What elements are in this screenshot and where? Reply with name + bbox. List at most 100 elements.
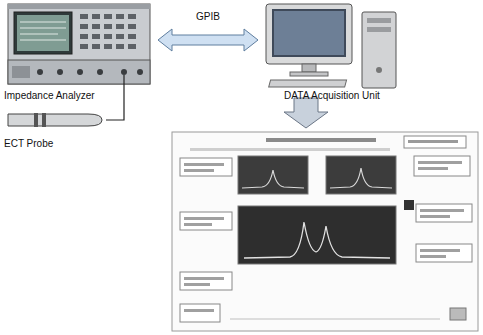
analyzer-illustration-part	[20, 22, 66, 23]
analyzer-illustration-part	[8, 60, 150, 84]
analyzer-illustration-part	[116, 34, 124, 39]
bus-arrow	[158, 29, 258, 51]
analyzer-illustration-part	[77, 69, 83, 75]
software-screenshot-part	[420, 209, 464, 212]
analyzer-illustration-part	[92, 14, 100, 19]
analyzer-illustration-part	[80, 14, 88, 19]
analyzer-illustration-part	[121, 69, 127, 75]
probe-illustration-part	[8, 114, 102, 126]
analyzer-illustration-part	[104, 24, 112, 29]
analyzer-illustration-part	[80, 14, 136, 49]
analyzer-illustration-part	[137, 69, 143, 75]
computer-node: DATA Acquisition Unit	[262, 2, 402, 102]
edge-label: GPIB	[194, 11, 222, 22]
computer-illustration-part	[362, 12, 396, 88]
analyzer-illustration-part	[37, 69, 43, 75]
probe-node: ECT Probe	[4, 108, 108, 150]
computer-illustration-part	[274, 11, 344, 55]
analyzer-illustration-part	[128, 24, 136, 29]
software-screenshot-part	[242, 170, 304, 188]
software-screenshot-part	[172, 132, 478, 331]
computer-illustration	[266, 4, 396, 88]
software-screenshot-part	[180, 212, 232, 230]
analyzer-illustration-part	[80, 44, 88, 49]
software-screenshot-part	[180, 158, 232, 176]
probe-illustration-part	[42, 113, 46, 127]
analyzer-illustration-part	[116, 44, 124, 49]
computer-illustration-part	[376, 67, 382, 73]
node-label: DATA Acquisition Unit	[284, 90, 380, 102]
analyzer-illustration-part	[8, 4, 150, 9]
software-screenshot-part	[190, 148, 390, 151]
analyzer-illustration-part	[12, 66, 30, 78]
analyzer-node: Impedance Analyzer	[4, 2, 154, 102]
analyzer-illustration-part	[20, 40, 66, 41]
computer-illustration-part	[266, 4, 352, 64]
analyzer-illustration-part	[97, 69, 103, 75]
software-screenshot-part	[230, 318, 440, 320]
computer-illustration-part	[290, 72, 328, 76]
analyzer-illustration	[8, 4, 150, 102]
software-screenshot-part	[180, 304, 220, 322]
software-screenshot-part	[244, 222, 390, 258]
analyzer-illustration-part	[57, 69, 63, 75]
analyzer-illustration-part	[123, 75, 124, 102]
analyzer-illustration-part	[92, 44, 100, 49]
analyzer-illustration-part	[104, 34, 112, 39]
analyzer-illustration-part	[80, 34, 88, 39]
node-label: ECT Probe	[4, 138, 53, 150]
software-screenshot-part	[184, 309, 214, 312]
computer-illustration-part	[367, 18, 391, 23]
software-screenshot-part	[184, 169, 214, 172]
flow-arrow	[284, 98, 328, 128]
analyzer-illustration-part	[92, 24, 100, 29]
software-screenshot-part	[420, 255, 446, 258]
flow-arrow-part	[284, 98, 328, 128]
software-screenshot-part	[184, 283, 210, 286]
software-screenshot-part	[418, 161, 462, 164]
software-screenshot-part	[238, 156, 308, 194]
software-screenshot-part	[184, 163, 224, 166]
software-screenshot-part	[404, 200, 414, 210]
software-screenshot-part	[330, 168, 392, 188]
probe-illustration-part	[34, 113, 38, 127]
analyzer-illustration-part	[20, 28, 66, 29]
software-screenshot	[172, 132, 478, 331]
software-screenshot-part	[184, 223, 212, 226]
probe-illustration	[8, 113, 102, 127]
analyzer-illustration-part	[116, 24, 124, 29]
software-screenshot-part	[416, 204, 472, 222]
software-screenshot-part	[238, 206, 396, 264]
computer-illustration-part	[269, 80, 347, 87]
analyzer-illustration-part	[128, 14, 136, 19]
software-screenshot-part	[416, 244, 472, 262]
software-screenshot-part	[418, 167, 448, 170]
analyzer-illustration-part	[104, 44, 112, 49]
analyzer-illustration-part	[92, 34, 100, 39]
software-screenshot-part	[420, 249, 460, 252]
software-screenshot-part	[266, 138, 376, 142]
computer-illustration-part	[272, 9, 346, 57]
probe-cable	[106, 102, 124, 120]
software-screenshot-part	[184, 217, 224, 220]
analyzer-illustration-part	[128, 44, 136, 49]
analyzer-illustration-part	[8, 4, 150, 84]
analyzer-illustration-part	[104, 14, 112, 19]
analyzer-illustration-part	[20, 34, 58, 35]
node-label: Impedance Analyzer	[4, 90, 95, 102]
analyzer-illustration-part	[17, 15, 69, 51]
software-screenshot-part	[184, 277, 224, 280]
software-screenshot-part	[420, 215, 450, 218]
analyzer-illustration-part	[116, 14, 124, 19]
software-screenshot-part	[408, 140, 458, 143]
analyzer-illustration-part	[128, 34, 136, 39]
software-screenshot-part	[414, 156, 470, 176]
software-screenshot-part	[180, 272, 232, 290]
software-screenshot-part	[326, 156, 396, 194]
software-screenshot-part	[450, 308, 466, 320]
computer-illustration-part	[367, 27, 391, 32]
software-screenshot-part	[404, 136, 466, 148]
